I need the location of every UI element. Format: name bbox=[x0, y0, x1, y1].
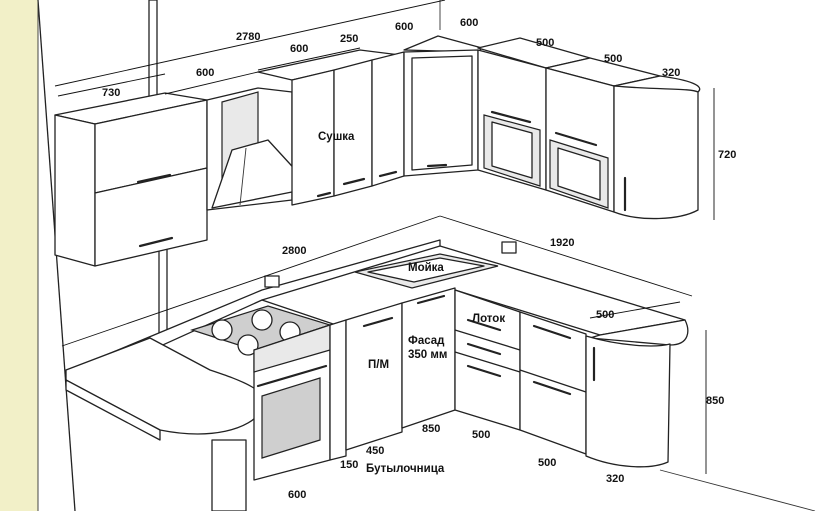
bar-counter bbox=[65, 337, 266, 435]
left-wall bbox=[0, 0, 38, 511]
dimension-lines bbox=[54, 0, 715, 474]
facade-350-handle bbox=[416, 294, 446, 305]
gas-pipe-bottom bbox=[158, 247, 168, 339]
dim-line-2800 bbox=[61, 215, 441, 347]
upper-500a-handle bbox=[490, 110, 532, 124]
floor-line bbox=[659, 469, 816, 511]
drawer-line-1 bbox=[454, 329, 521, 351]
bar-leg bbox=[211, 439, 247, 511]
dim-600-hood: 600 bbox=[196, 67, 214, 79]
dim-320-upper: 320 bbox=[662, 67, 680, 79]
upper-500b-handle bbox=[554, 131, 598, 147]
bar-counter-side bbox=[65, 379, 161, 441]
upper-500b-niche-inner bbox=[557, 147, 601, 201]
drawer-handle-4 bbox=[532, 324, 572, 340]
dim-730: 730 bbox=[102, 87, 120, 99]
dim-600-top: 600 bbox=[460, 17, 478, 29]
dim-500-base-a: 500 bbox=[472, 429, 490, 441]
oven-window bbox=[261, 377, 321, 459]
drawer-line-3 bbox=[519, 369, 587, 393]
socket-left bbox=[264, 275, 280, 288]
hood-line bbox=[239, 147, 247, 206]
burner-1 bbox=[211, 319, 233, 341]
burner-3 bbox=[237, 334, 259, 356]
oven-handle bbox=[256, 364, 328, 388]
drawer-line-2 bbox=[454, 351, 521, 373]
sushka-handle bbox=[316, 191, 332, 198]
dishwasher-handle bbox=[362, 316, 394, 328]
dim-line-2780 bbox=[54, 0, 446, 87]
dim-line-730 bbox=[57, 73, 166, 97]
dishwasher-front bbox=[345, 302, 403, 451]
drawer-handle-1 bbox=[466, 318, 502, 332]
upper-cabinet-730-handle-a bbox=[136, 173, 172, 184]
upper-500a-niche-inner bbox=[491, 121, 533, 179]
sink-inner bbox=[367, 257, 485, 283]
dim-600-corner: 600 bbox=[395, 21, 413, 33]
base-drawers-a bbox=[454, 289, 521, 431]
drawer-handle-2 bbox=[466, 342, 502, 356]
socket-right bbox=[501, 241, 517, 254]
base-curved bbox=[585, 335, 671, 468]
dim-2800: 2800 bbox=[282, 245, 306, 257]
dim-720: 720 bbox=[718, 149, 736, 161]
upper-320-front bbox=[613, 85, 699, 220]
dim-500-upper-a: 500 bbox=[536, 37, 554, 49]
sushka-front-b bbox=[333, 59, 373, 197]
label-lotok: Лоток bbox=[472, 313, 505, 325]
narrow-handle bbox=[378, 170, 398, 178]
label-pm: П/М bbox=[368, 359, 389, 371]
label-butylochnica: Бутылочница bbox=[366, 463, 445, 475]
burner-2 bbox=[251, 309, 273, 331]
bottle-cabinet bbox=[329, 319, 347, 461]
dim-150: 150 bbox=[340, 459, 358, 471]
dim-250: 250 bbox=[340, 33, 358, 45]
drawer-handle-5 bbox=[532, 380, 572, 396]
dim-500-upper-b: 500 bbox=[604, 53, 622, 65]
upper-cabinet-730-front-bottom bbox=[94, 167, 208, 267]
dim-500-base-b: 500 bbox=[538, 457, 556, 469]
dim-line-500-right bbox=[589, 301, 681, 319]
corner-upper-handle bbox=[426, 163, 448, 168]
sushka-handle-b bbox=[342, 177, 366, 186]
dim-450: 450 bbox=[366, 445, 384, 457]
upper-cabinet-730-side bbox=[54, 114, 96, 267]
gas-pipe-top bbox=[148, 0, 158, 99]
dim-2780: 2780 bbox=[236, 31, 260, 43]
dim-850-height: 850 bbox=[706, 395, 724, 407]
dim-1920: 1920 bbox=[550, 237, 574, 249]
dim-500-base-right: 500 bbox=[596, 309, 614, 321]
dim-line-600-hood bbox=[164, 71, 259, 95]
dim-850-width: 850 bbox=[422, 423, 440, 435]
dim-line-1920 bbox=[439, 215, 693, 297]
corner-upper-door bbox=[411, 55, 473, 171]
dim-320-base: 320 bbox=[606, 473, 624, 485]
label-fasad-2: 350 мм bbox=[408, 349, 447, 361]
narrow-250-front bbox=[371, 51, 405, 187]
upper-cabinet-730-handle-b bbox=[138, 236, 174, 248]
dim-600-sushka: 600 bbox=[290, 43, 308, 55]
dim-600-oven: 600 bbox=[288, 489, 306, 501]
drawer-handle-3 bbox=[466, 364, 502, 378]
dim-line-600-sushka bbox=[257, 47, 361, 71]
label-fasad-1: Фасад bbox=[408, 335, 445, 347]
label-moika: Мойка bbox=[408, 262, 444, 274]
label-sushka: Сушка bbox=[318, 131, 355, 143]
